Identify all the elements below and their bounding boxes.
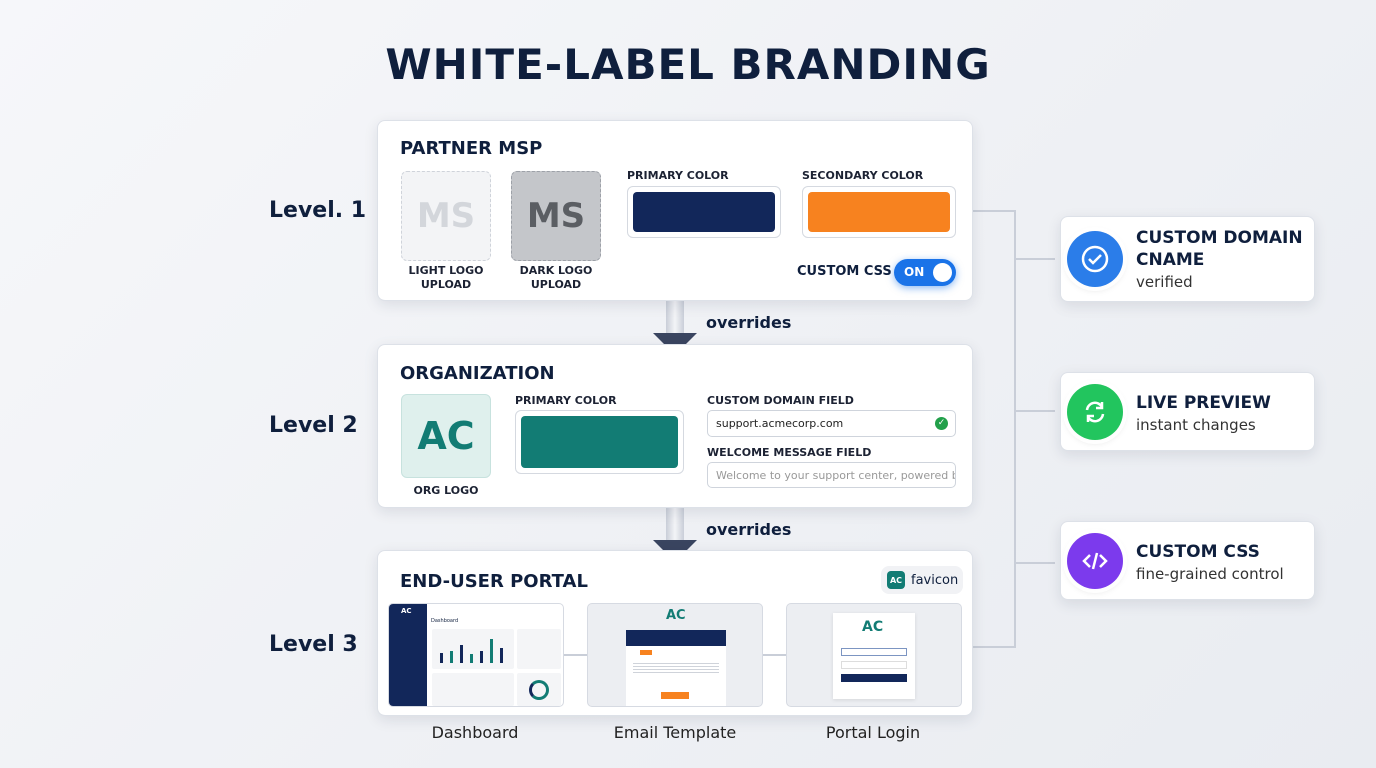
custom-domain-input[interactable]: support.acmecorp.com ✓: [707, 410, 956, 437]
connector: [973, 646, 1015, 648]
dashboard-caption: Dashboard: [431, 723, 519, 742]
connector: [1015, 258, 1055, 260]
connector: [1015, 562, 1055, 564]
welcome-message-label: WELCOME MESSAGE FIELD: [707, 446, 872, 459]
favicon-label: favicon: [911, 572, 959, 588]
feature-subtitle: instant changes: [1136, 416, 1256, 434]
org-logo[interactable]: AC: [401, 394, 491, 478]
ac-logo-icon: AC: [666, 608, 686, 623]
connector: [564, 654, 587, 656]
donut-panel: [517, 673, 561, 706]
check-icon: ✓: [935, 417, 948, 430]
card-title: END-USER PORTAL: [400, 571, 588, 592]
table-panel: [432, 673, 514, 706]
secondary-color-label: SECONDARY COLOR: [802, 169, 924, 182]
bar: [440, 653, 443, 663]
overrides-label: overrides: [706, 520, 792, 539]
code-icon: [1067, 533, 1123, 589]
card-title: ORGANIZATION: [400, 363, 555, 384]
swatch-fill: [521, 416, 678, 468]
connector: [763, 654, 786, 656]
sidebar: AC: [389, 604, 427, 706]
bar: [500, 648, 503, 663]
login-button: [841, 674, 907, 682]
username-field: [841, 648, 907, 656]
ac-logo-icon: AC: [862, 619, 884, 635]
refresh-icon: [1067, 384, 1123, 440]
bar: [450, 651, 453, 663]
swatch-fill: [633, 192, 775, 232]
swatch-fill: [808, 192, 950, 232]
feature-live-preview: LIVE PREVIEW instant changes: [1060, 372, 1315, 451]
favicon-icon: AC: [887, 571, 905, 589]
partner-msp-card: PARTNER MSP MS MS LIGHT LOGO UPLOAD DARK…: [377, 120, 973, 301]
stats-panel: [517, 629, 561, 669]
ms-logo-icon: MS: [416, 196, 476, 236]
favicon-chip: AC favicon: [881, 566, 963, 594]
email-template-caption: Email Template: [613, 723, 737, 742]
email-text: [633, 661, 719, 675]
primary-color-label: PRIMARY COLOR: [627, 169, 729, 182]
bar: [490, 639, 493, 663]
primary-color-swatch[interactable]: [627, 186, 781, 238]
feature-title: CUSTOM DOMAIN CNAME: [1136, 228, 1303, 270]
login-form: AC: [833, 613, 915, 699]
domain-value: support.acmecorp.com: [716, 417, 844, 430]
dashboard-preview[interactable]: AC Dashboard: [388, 603, 564, 707]
level-3-label: Level 3: [269, 632, 358, 657]
org-logo-label: ORG LOGO: [413, 484, 479, 497]
level-1-label: Level. 1: [269, 198, 367, 223]
feature-subtitle: fine-grained control: [1136, 565, 1284, 583]
primary-color-label: PRIMARY COLOR: [515, 394, 617, 407]
email-template-preview[interactable]: AC: [587, 603, 763, 707]
feature-title: LIVE PREVIEW: [1136, 393, 1271, 413]
card-title: PARTNER MSP: [400, 138, 543, 159]
dark-logo-upload[interactable]: MS: [511, 171, 601, 261]
feature-subtitle: verified: [1136, 273, 1193, 291]
light-logo-label: LIGHT LOGO UPLOAD: [408, 264, 484, 291]
feature-custom-css: CUSTOM CSS fine-grained control: [1060, 521, 1315, 600]
level-2-label: Level 2: [269, 413, 358, 438]
donut-chart: [529, 680, 549, 700]
connector: [1015, 410, 1055, 412]
email-badge: [640, 650, 652, 655]
email-cta-button: [661, 692, 689, 699]
portal-login-caption: Portal Login: [825, 723, 921, 742]
portal-login-preview[interactable]: AC: [786, 603, 962, 707]
feature-title: CUSTOM CSS: [1136, 542, 1260, 562]
secondary-color-swatch[interactable]: [802, 186, 956, 238]
password-field: [841, 661, 907, 669]
organization-card: ORGANIZATION AC ORG LOGO PRIMARY COLOR C…: [377, 344, 973, 508]
connector: [1014, 210, 1016, 648]
custom-css-label: CUSTOM CSS: [797, 264, 892, 279]
dark-logo-label: DARK LOGO UPLOAD: [519, 264, 593, 291]
overrides-label: overrides: [706, 313, 792, 332]
email-header: [626, 630, 726, 646]
welcome-message-input[interactable]: Welcome to your support center, powered …: [707, 462, 956, 488]
chart-panel: [432, 629, 514, 669]
check-circle-icon: [1067, 231, 1123, 287]
dashboard-heading: Dashboard: [431, 618, 459, 624]
page-title: WHITE-LABEL BRANDING: [385, 40, 991, 89]
ms-logo-icon: MS: [526, 196, 586, 236]
end-user-portal-card: END-USER PORTAL AC favicon AC Dashboard …: [377, 550, 973, 716]
org-primary-color-swatch[interactable]: [515, 410, 684, 474]
bar: [480, 651, 483, 663]
toggle-knob: [933, 263, 952, 282]
custom-css-toggle[interactable]: ON: [894, 259, 956, 286]
ac-logo-icon: AC: [417, 414, 475, 458]
feature-custom-domain: CUSTOM DOMAIN CNAME verified: [1060, 216, 1315, 302]
bar: [470, 654, 473, 663]
light-logo-upload[interactable]: MS: [401, 171, 491, 261]
connector: [973, 210, 1015, 212]
email-body: [626, 630, 726, 706]
toggle-state: ON: [904, 265, 925, 279]
custom-domain-label: CUSTOM DOMAIN FIELD: [707, 394, 854, 407]
bar: [460, 645, 463, 663]
ac-logo-icon: AC: [401, 607, 412, 615]
